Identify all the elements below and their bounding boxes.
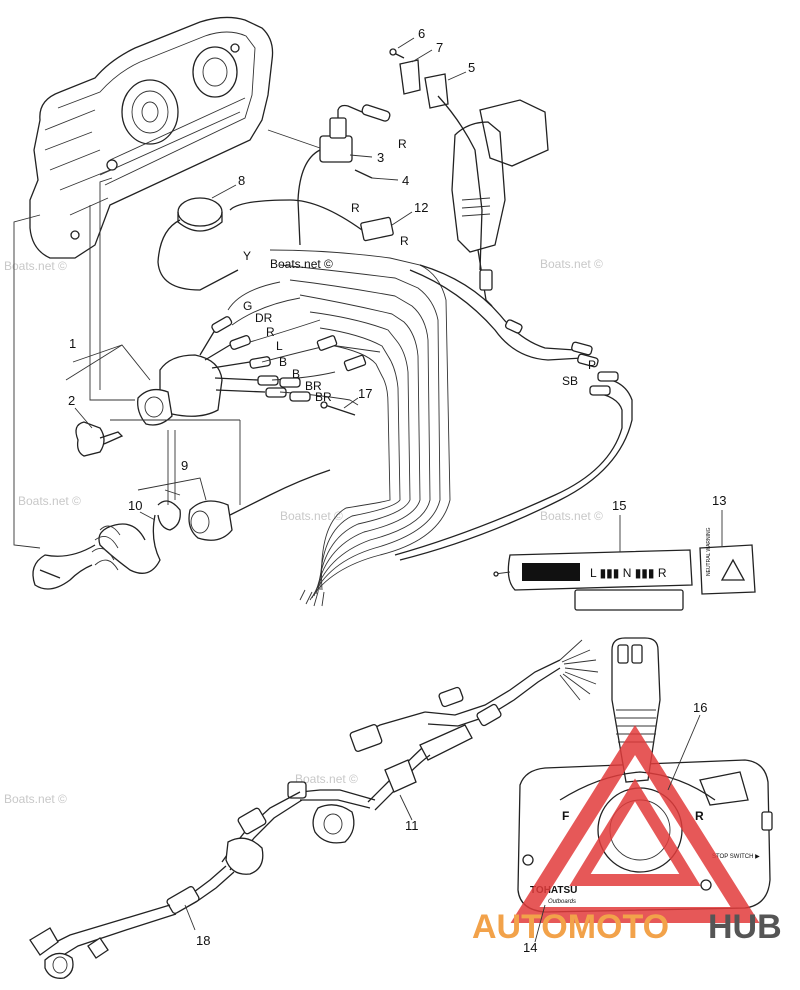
part-number-14: 14 (523, 940, 537, 955)
watermark: Boats.net © (540, 509, 603, 523)
wire-label-r-low: R (266, 325, 275, 339)
lower-harness (29, 639, 599, 979)
watermark: Boats.net © (540, 257, 603, 271)
meter-scale: L ▮▮▮ N ▮▮▮ R (590, 566, 667, 580)
part-number-5: 5 (468, 60, 475, 75)
wire-label-g: G (243, 299, 252, 313)
part-number-11: 11 (405, 818, 419, 833)
reverse-mark: R (695, 809, 704, 823)
meter-badge: NEUTRAL WARNING (706, 527, 712, 576)
part-number-6: 6 (418, 26, 425, 41)
watermark-center: Boats.net © (270, 257, 333, 271)
logo-text-auto: AUTOMOTO (472, 908, 669, 946)
part-number-8: 8 (238, 173, 245, 188)
part-number-15: 15 (612, 498, 626, 513)
part-number-17: 17 (358, 386, 372, 401)
watermarks: Boats.net © Boats.net © Boats.net © Boat… (4, 257, 603, 806)
wire-label-r-right: R (400, 234, 409, 248)
brand-sub-label: Outboards (548, 899, 576, 905)
part-number-12: 12 (414, 200, 428, 215)
wire-labels: R R R Y G DR R L B B BR BR P SB Boats.ne… (243, 137, 596, 404)
lever-handle (451, 99, 549, 307)
wire-harness-main (269, 249, 451, 607)
wire-label-y: Y (243, 249, 251, 263)
wire-label-b1: B (279, 355, 287, 369)
part-number-3: 3 (377, 150, 384, 165)
part-buzzer-8 (157, 197, 239, 291)
wire-label-br2: BR (315, 390, 332, 404)
watermark: Boats.net © (4, 792, 67, 806)
wire-label-dr: DR (255, 311, 273, 325)
wire-to-ps (394, 264, 633, 561)
part-number-16: 16 (693, 700, 707, 715)
part-number-9: 9 (181, 458, 188, 473)
part-number-2: 2 (68, 393, 75, 408)
part-callouts: 1 2 3 4 5 6 7 8 9 10 11 12 13 14 15 16 1… (65, 26, 726, 955)
watermark: Boats.net © (280, 509, 343, 523)
automotohub-logo: AUTOMOTO HUB (472, 724, 782, 946)
part-connector-12 (229, 199, 394, 242)
part-pin-17 (320, 401, 356, 416)
part-number-7: 7 (436, 40, 443, 55)
part-number-10: 10 (128, 498, 142, 513)
watermark: Boats.net © (295, 772, 358, 786)
forward-mark: F (562, 809, 569, 823)
wire-label-br1: BR (305, 379, 322, 393)
trim-meter: L ▮▮▮ N ▮▮▮ R NEUTRAL WARNING (493, 510, 756, 611)
watermark: Boats.net © (4, 259, 67, 273)
wire-label-r-mid: R (351, 201, 360, 215)
part-number-13: 13 (712, 493, 726, 508)
leader-lines-left (13, 129, 321, 549)
wire-label-r-top: R (398, 137, 407, 151)
part-number-1: 1 (69, 336, 76, 351)
wire-label-b2: B (292, 367, 300, 381)
wire-label-p: P (588, 358, 596, 372)
control-box-housing (29, 16, 274, 259)
stop-switch-label: STOP SWITCH ▶ (712, 854, 760, 860)
key-switch-wires (227, 281, 367, 406)
brand-label: TOHATSU (530, 885, 577, 896)
part-number-4: 4 (402, 173, 409, 188)
logo-text-hub: HUB (708, 908, 782, 946)
part-lanyard-9-10 (32, 469, 331, 590)
part-bracket-5-6-7 (389, 48, 483, 271)
part-number-18: 18 (196, 933, 210, 948)
part-key-switch-1 (137, 316, 287, 426)
wire-label-l: L (276, 339, 283, 353)
part-key-2 (75, 421, 124, 457)
part-connector-3 (297, 104, 391, 246)
meter-display (522, 563, 580, 581)
watermark: Boats.net © (18, 494, 81, 508)
wire-label-sb: SB (562, 374, 578, 388)
